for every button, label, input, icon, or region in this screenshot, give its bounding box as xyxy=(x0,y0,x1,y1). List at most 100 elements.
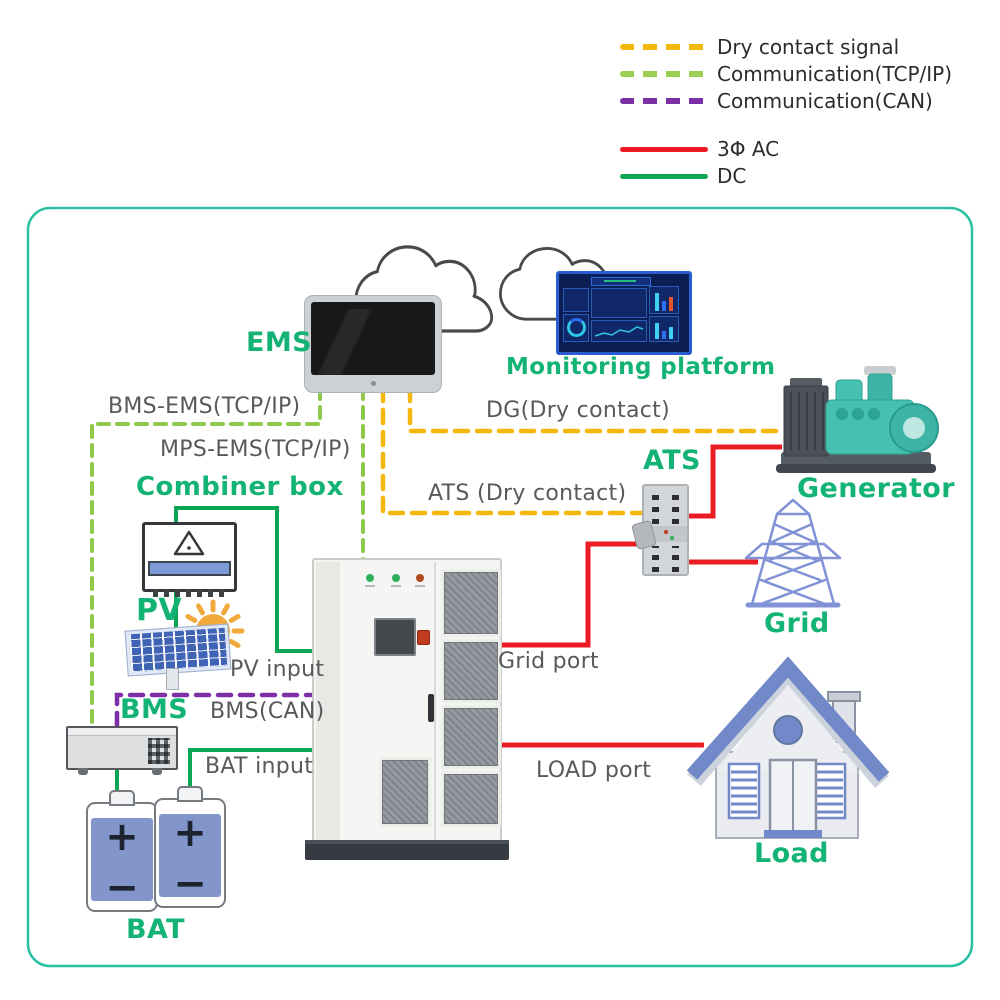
bat-input-label: BAT input xyxy=(205,754,314,779)
bms-button-grid xyxy=(148,738,170,764)
monitoring-platform-label: Monitoring platform xyxy=(506,354,776,380)
dashboard-bar-tile xyxy=(649,286,679,314)
line-bms-can xyxy=(114,692,317,729)
legend-label: Communication(CAN) xyxy=(717,89,933,113)
plus-symbol: + xyxy=(173,810,207,856)
grid-tower-icon xyxy=(744,498,842,608)
legend-item-ac: 3Φ AC xyxy=(620,137,952,161)
line-bat-input xyxy=(188,748,316,796)
legend-label: DC xyxy=(717,164,747,188)
vent-grille xyxy=(444,572,498,634)
indicator-light-green xyxy=(365,574,375,587)
dashed-green-line-icon xyxy=(620,71,708,77)
ats-indicator xyxy=(664,530,668,534)
bms-can-label: BMS(CAN) xyxy=(210,699,325,724)
battery-terminal xyxy=(177,786,203,802)
vent-grille xyxy=(444,774,498,824)
ems-monitor-screen xyxy=(311,302,435,375)
ats-terminals xyxy=(672,492,679,524)
warning-triangle-icon xyxy=(173,530,205,556)
plus-symbol: + xyxy=(105,814,139,860)
cabinet-side-panel xyxy=(316,562,340,840)
legend-label: 3Φ AC xyxy=(717,137,780,161)
grid-label: Grid xyxy=(764,608,830,639)
minus-symbol: − xyxy=(173,861,207,907)
battery-icon: + − xyxy=(154,786,226,908)
cabinet-body xyxy=(312,558,502,842)
ats-terminals xyxy=(652,546,659,572)
generator-label: Generator xyxy=(797,473,955,504)
line-grid-port xyxy=(498,541,644,648)
solid-red-line-icon xyxy=(620,146,708,152)
line-bms-ems-tcpip xyxy=(90,386,322,728)
house-window-left xyxy=(727,762,761,820)
load-port-label: LOAD port xyxy=(536,758,652,783)
pv-label: PV xyxy=(136,593,183,628)
ats-label: ATS xyxy=(643,445,701,476)
cabinet-base xyxy=(305,840,509,860)
grid-port-label: Grid port xyxy=(498,649,599,674)
line-group-tcpip xyxy=(90,386,365,728)
legend-label: Dry contact signal xyxy=(717,35,900,59)
line-group-ac xyxy=(498,444,782,748)
battery-label-area: + − xyxy=(91,814,153,911)
ems-label: EMS xyxy=(246,327,312,358)
ats-indicator xyxy=(670,536,674,540)
bms-foot xyxy=(152,768,162,775)
vent-grille xyxy=(382,760,428,824)
legend-item-can: Communication(CAN) xyxy=(620,89,952,113)
bat-label: BAT xyxy=(126,914,185,945)
combiner-stripe xyxy=(148,561,231,576)
load-label: Load xyxy=(754,838,829,869)
line-group-dry-contact xyxy=(380,385,784,516)
monitoring-dashboard-icon xyxy=(556,271,692,355)
house-icon xyxy=(686,656,890,839)
dashed-purple-line-icon xyxy=(620,98,708,104)
ats-terminals xyxy=(652,492,659,524)
solid-green-line-icon xyxy=(620,173,708,179)
legend-label: Communication(TCP/IP) xyxy=(717,62,953,86)
minus-symbol: − xyxy=(105,865,139,911)
bms-unit-icon xyxy=(66,726,178,775)
generator-icon xyxy=(776,366,939,473)
bms-foot xyxy=(78,768,88,775)
cabinet-door-gap xyxy=(434,562,436,842)
dashboard-gauge xyxy=(567,318,586,337)
dashed-yellow-line-icon xyxy=(620,44,708,50)
dashboard-bar-tile xyxy=(649,316,679,342)
bms-label: BMS xyxy=(120,694,189,725)
mps-ems-connection-label: MPS-EMS(TCP/IP) xyxy=(160,437,351,462)
legend-item-dry-contact: Dry contact signal xyxy=(620,35,952,59)
line-dg-dry-contact xyxy=(407,385,784,434)
dashboard-tile xyxy=(563,288,589,312)
battery-terminal xyxy=(109,790,135,806)
combiner-box-icon xyxy=(142,522,237,597)
ats-terminals xyxy=(672,546,679,572)
bms-top-face xyxy=(68,728,176,736)
emergency-stop-button xyxy=(417,630,430,645)
vent-grille xyxy=(444,642,498,700)
ess-cabinet-icon xyxy=(305,558,509,860)
battery-label-area: + − xyxy=(159,810,221,907)
line-group-can xyxy=(114,692,317,729)
combiner-connectors xyxy=(153,589,226,597)
vent-grille xyxy=(444,708,498,766)
cabinet-display xyxy=(374,618,416,656)
house-window-right xyxy=(813,762,847,820)
battery-icon: + − xyxy=(86,790,158,912)
pv-input-label: PV input xyxy=(230,657,325,682)
ats-switch-icon xyxy=(631,484,689,576)
legend-item-dc: DC xyxy=(620,164,952,188)
dashboard-header xyxy=(591,277,651,286)
dg-connection-label: DG(Dry contact) xyxy=(486,398,670,423)
ats-dry-contact-label: ATS (Dry contact) xyxy=(428,481,627,506)
legend: Dry contact signal Communication(TCP/IP)… xyxy=(620,35,953,192)
indicator-light-red xyxy=(415,574,425,587)
house-door xyxy=(764,758,822,838)
monitor-button xyxy=(371,381,376,386)
dashboard-tile xyxy=(591,288,647,318)
ems-monitor-icon xyxy=(304,295,442,393)
screen-glare xyxy=(311,309,398,375)
